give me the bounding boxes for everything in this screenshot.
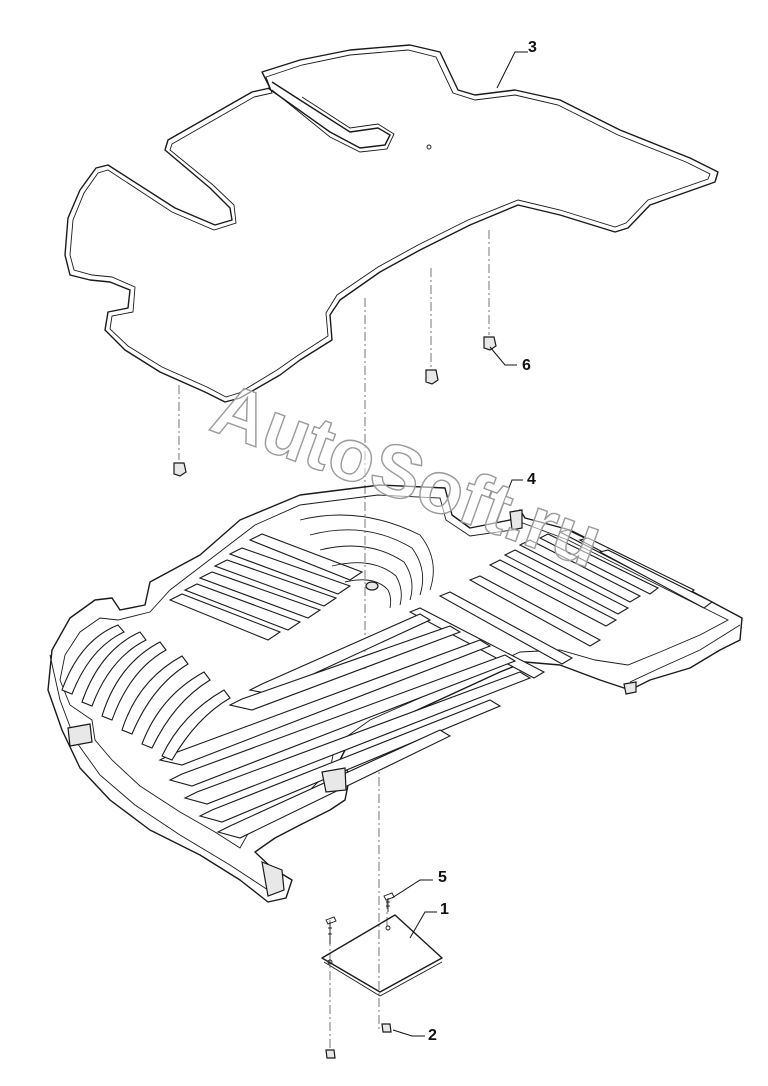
screws-part-5 [325, 892, 395, 944]
callout-6: 6 [522, 357, 531, 374]
nuts-part-2 [325, 1023, 392, 1059]
floor-mat-part-3 [64, 44, 719, 403]
clips-part-6 [173, 336, 497, 477]
callout-5: 5 [438, 869, 447, 886]
leader-lines [391, 51, 528, 1037]
callout-labels: 3 6 4 5 1 2 [428, 39, 537, 1044]
watermark: AutoSoft.ru [202, 366, 613, 583]
callout-4: 4 [527, 471, 536, 488]
trunk-tray-part-4 [47, 484, 743, 903]
callout-1: 1 [440, 901, 449, 918]
assembly-lines [178, 230, 490, 1050]
callout-2: 2 [428, 1027, 437, 1044]
cover-plate-part-1 [321, 914, 443, 997]
callout-3: 3 [528, 39, 537, 56]
